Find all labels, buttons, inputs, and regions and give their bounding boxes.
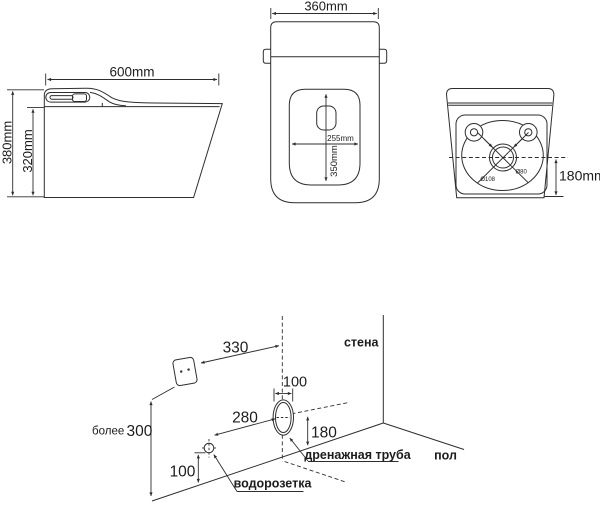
side-depth-label: 600mm (109, 65, 154, 80)
side-bowl-height-label: 320mm (20, 129, 35, 172)
outlet-to-drain-label: 280 (232, 410, 258, 427)
seat-width-label: 255mm (327, 134, 354, 143)
floor-edge-right (383, 422, 465, 450)
right-hinge-tab (379, 48, 388, 64)
seat-depth-label: 350mm (329, 145, 340, 177)
rear-panel (455, 114, 548, 195)
floor-label: пол (434, 449, 457, 463)
top-width-label: 360mm (304, 0, 347, 14)
min-height-value: 300 (127, 423, 153, 440)
socket-height-label: 100 (170, 464, 196, 481)
outlet-pin-right (187, 368, 190, 371)
drain-pipe-label: дренажная труба (304, 448, 411, 462)
drain-width-label: 100 (283, 375, 307, 391)
floor-edge-left (151, 422, 384, 502)
rear-drain-height-label: 180mm (559, 168, 600, 184)
left-hinge-tab (262, 48, 271, 64)
rear-view: Ø108 Ø80 180mm (445, 88, 600, 199)
power-outlet (172, 356, 198, 387)
seat-opening (288, 88, 361, 186)
drain-diameter-label: Ø108 (480, 177, 495, 183)
toilet-rear-outline (445, 88, 555, 199)
left-bolt-hole (464, 123, 484, 142)
installation-diagram: стена пол 330 более 300 100 280 (92, 315, 465, 502)
flush-diameter-label: Ø80 (516, 170, 528, 176)
drain-height-label: 180 (311, 425, 337, 442)
side-view: 600mm 380mm 320mm (0, 65, 223, 198)
wall-to-outlet-label: 330 (223, 340, 249, 357)
wall-label: стена (344, 336, 380, 350)
side-height-label: 380mm (0, 121, 15, 164)
min-height-prefix: более (92, 426, 124, 438)
water-socket-label: водорозетка (234, 477, 313, 491)
seat-hinge-detail (45, 92, 91, 103)
trapway-ellipse (461, 120, 544, 191)
top-view: 360mm 350mm 255mm (262, 0, 388, 204)
outlet-pin-left (180, 370, 183, 373)
toilet-side-outline (43, 87, 223, 198)
